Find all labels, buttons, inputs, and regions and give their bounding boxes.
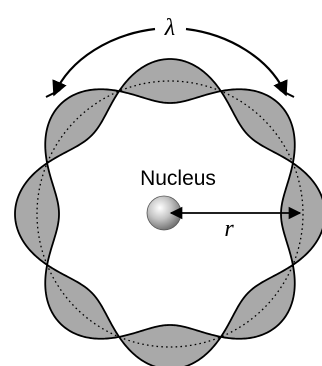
wave-lobe — [119, 59, 221, 103]
nucleus-label: Nucleus — [140, 167, 216, 190]
wave-lobe — [221, 89, 295, 163]
wave-lobe — [281, 163, 322, 265]
wavelength-label: λ — [164, 15, 175, 41]
wavelength-tick-right — [280, 90, 294, 97]
wavelength-tick-left — [46, 90, 60, 97]
wave-lobe — [221, 265, 295, 339]
wave-lobe — [45, 89, 119, 163]
wave-lobe — [45, 265, 119, 339]
radius-label: r — [224, 216, 234, 242]
wave-lobe — [119, 325, 221, 366]
